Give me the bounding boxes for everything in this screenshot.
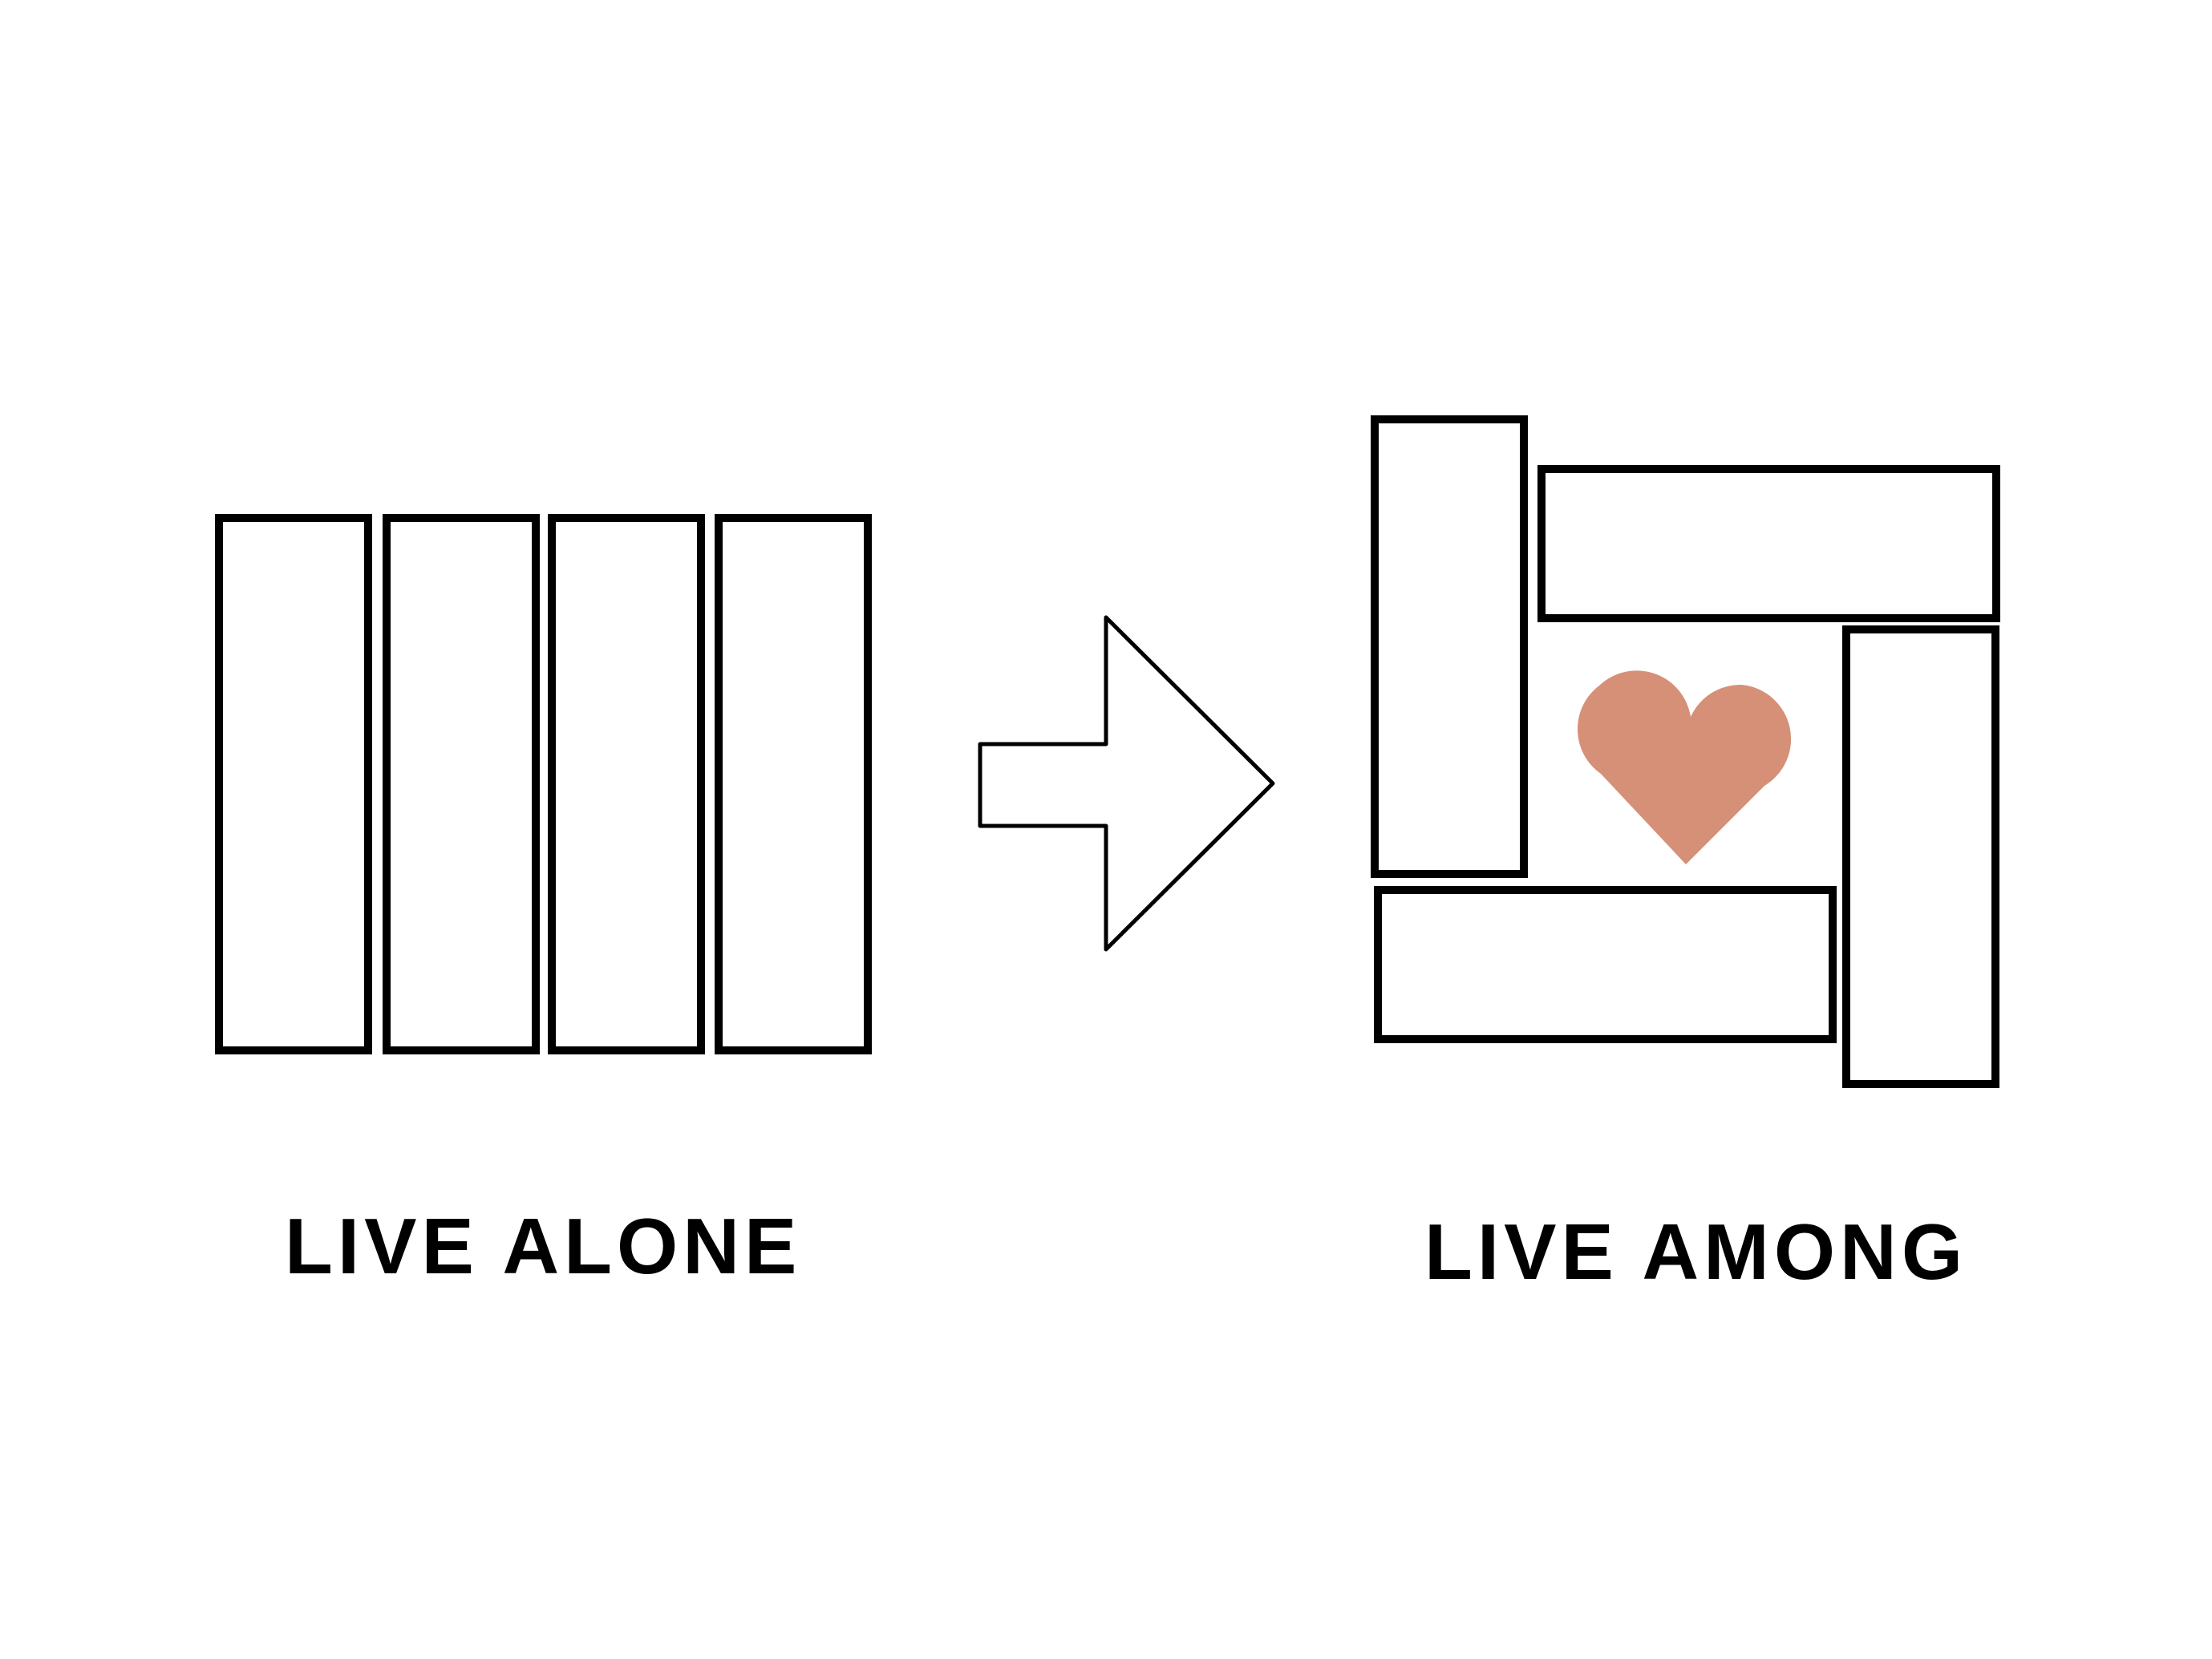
- heart-icon: [1577, 670, 1792, 864]
- alone-unit-4: [715, 514, 872, 1054]
- live-among-caption: LIVE AMONG: [1424, 1208, 1967, 1296]
- live-alone-caption: LIVE ALONE: [285, 1202, 801, 1290]
- among-unit-top: [1537, 465, 2000, 622]
- alone-unit-2: [383, 514, 540, 1054]
- alone-unit-1: [215, 514, 372, 1054]
- among-unit-bottom: [1374, 886, 1837, 1043]
- live-among-group: [1371, 415, 2000, 1088]
- alone-unit-3: [548, 514, 705, 1054]
- live-alone-group: [215, 514, 872, 1054]
- right-arrow-icon: [978, 615, 1275, 952]
- among-unit-left: [1371, 415, 1528, 878]
- among-unit-right: [1842, 625, 1999, 1088]
